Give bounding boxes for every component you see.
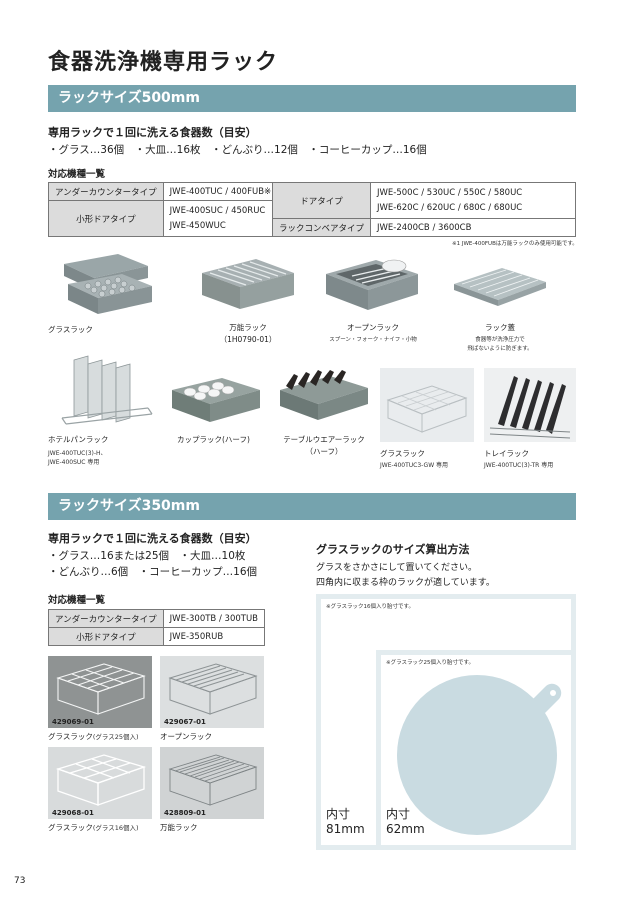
- model-type-cell: ドアタイプ: [271, 182, 372, 219]
- rack-name: オープンラック: [160, 732, 213, 741]
- rack-code: 428809-01: [164, 809, 206, 817]
- calc-desc-2: 四角内に収まる枠のラックが適しています。: [316, 578, 495, 588]
- rack-caption: グラスラック(グラス25個入): [48, 731, 139, 743]
- page-title: 食器洗浄機専用ラック: [48, 50, 279, 75]
- product-sub-hotel-pan: JWE-400TUC(3)-H、: [48, 450, 107, 457]
- hotel-pan-rack-photo: [61, 355, 153, 425]
- open-rack-photo: [326, 259, 418, 310]
- capacity-line-350-2: ・どんぶり…6個 ・コーヒーカップ…16個: [48, 566, 258, 578]
- product-caption-cup: カップラック(ハーフ): [177, 435, 250, 444]
- product-sub-hotel-pan-2: JWE-400SUC 専用: [48, 459, 100, 466]
- model-value-line: JWE-450WUC: [169, 220, 226, 231]
- capacity-title-350: 専用ラックで１回に洗える食器数（目安）: [48, 532, 257, 545]
- rack-caption: グラスラック(グラス16個入): [48, 822, 139, 834]
- model-type-cell: アンダーカウンタータイプ: [48, 182, 164, 201]
- inner-size-label: 内寸 62mm: [386, 807, 425, 837]
- glass-rack-gw-photo: [380, 368, 474, 442]
- rack-code: 429067-01: [164, 718, 206, 726]
- model-value-line: JWE-500C / 530UC / 550C / 580UC: [377, 187, 523, 198]
- product-caption-hotel-pan: ホテルパンラック: [48, 435, 109, 444]
- rack-name: 万能ラック: [160, 823, 198, 832]
- outer-size-label: 内寸 81mm: [326, 807, 365, 837]
- capacity-line-350-1: ・グラス…16または25個 ・大皿…10枚: [48, 550, 246, 562]
- table-row: ラックコンベアタイプ JWE-2400CB / 3600CB: [271, 218, 576, 237]
- model-value-cell: JWE-350RUB: [162, 627, 266, 646]
- glass-circle-icon: [397, 675, 562, 835]
- model-value-line: JWE-400SUC / 450RUC: [169, 205, 266, 216]
- inner-size-caption: 内寸: [386, 807, 411, 821]
- models-title-500: 対応機種一覧: [48, 169, 106, 180]
- models-table-right-500: ドアタイプ JWE-500C / 530UC / 550C / 580UC JW…: [271, 182, 576, 237]
- product-caption-tray: トレイラック: [484, 449, 529, 458]
- product-sub-tray: JWE-400TUC(3)-TR 専用: [484, 462, 554, 469]
- table-row: ドアタイプ JWE-500C / 530UC / 550C / 580UC JW…: [271, 182, 576, 219]
- rack-photo-429069: [48, 656, 152, 728]
- rack-caption: 万能ラック: [160, 822, 198, 834]
- capacity-line-500: ・グラス…36個 ・大皿…16枚 ・どんぶり…12個 ・コーヒーカップ…16個: [48, 144, 427, 156]
- model-value-line: JWE-620C / 620UC / 680C / 680UC: [377, 202, 523, 213]
- model-value-cell: JWE-300TB / 300TUB: [162, 609, 266, 628]
- rack-photo-429067: [160, 656, 264, 728]
- rack-lid-photo: [454, 268, 546, 306]
- universal-rack-photo: [202, 259, 294, 309]
- inner-size-value: 62mm: [386, 822, 425, 836]
- model-value-cell: JWE-2400CB / 3600CB: [370, 218, 576, 237]
- rack-name: グラスラック: [48, 732, 93, 741]
- table-row: アンダーカウンタータイプ JWE-400TUC / 400FUB※1: [48, 182, 284, 201]
- model-type-cell: アンダーカウンタータイプ: [48, 609, 164, 628]
- product-caption-lid: ラック蓋: [485, 323, 515, 332]
- outer-size-value: 81mm: [326, 822, 365, 836]
- model-type-cell: 小形ドアタイプ: [48, 627, 164, 646]
- glass-rack-stack-photo: [64, 254, 152, 314]
- product-sub-open: スプーン・フォーク・ナイフ・小物: [329, 337, 417, 343]
- rack-caption: オープンラック: [160, 731, 212, 743]
- section-header-350: ラックサイズ350mm: [48, 493, 576, 520]
- calc-desc-1: グラスをさかさにして置いてください。: [316, 563, 478, 573]
- calc-title: グラスラックのサイズ算出方法: [316, 543, 470, 556]
- table-row: 小形ドアタイプ JWE-400SUC / 450RUC JWE-450WUC: [48, 200, 284, 237]
- product-sub-lid: 食器等が洗浄圧力で: [475, 337, 525, 343]
- cup-rack-photo: [172, 378, 260, 422]
- product-sub-glass-gw: JWE-400TUC3-GW 専用: [380, 462, 449, 469]
- tableware-rack-photo: [280, 370, 368, 420]
- models-title-350: 対応機種一覧: [48, 595, 106, 606]
- table-row: 小形ドアタイプ JWE-350RUB: [48, 627, 266, 646]
- rack-code: 429068-01: [52, 809, 94, 817]
- product-caption-tableware: テーブルウエアーラック: [283, 435, 365, 444]
- product-sub-lid-2: 飛ばないように防ぎます。: [467, 346, 533, 352]
- rack-photo-429068: [48, 747, 152, 819]
- model-value-cell: JWE-500C / 530UC / 550C / 580UC JWE-620C…: [370, 182, 576, 219]
- model-type-cell: 小形ドアタイプ: [48, 200, 164, 237]
- rack-photo-428809: [160, 747, 264, 819]
- model-value-cell: JWE-400TUC / 400FUB※1: [162, 182, 284, 201]
- inner-size-note: ※グラスラック25個入り胎寸です。: [386, 660, 474, 666]
- product-caption-glass-rack: グラスラック: [48, 325, 93, 334]
- rack-name: グラスラック: [48, 823, 93, 832]
- page-number: 73: [14, 876, 26, 886]
- capacity-title-500: 専用ラックで１回に洗える食器数（目安）: [48, 126, 257, 139]
- rack-note: (グラス25個入): [92, 733, 139, 741]
- rack-note: (グラス16個入): [92, 824, 139, 832]
- product-caption-universal: 万能ラック: [229, 323, 267, 332]
- models-table-left-500: アンダーカウンタータイプ JWE-400TUC / 400FUB※1 小形ドアタ…: [48, 182, 284, 237]
- outer-size-caption: 内寸: [326, 807, 351, 821]
- product-caption-open: オープンラック: [346, 323, 400, 332]
- product-sub-universal: （1H0790-01）: [219, 335, 277, 344]
- outer-size-note: ※グラスラック16個入り胎寸です。: [326, 604, 414, 610]
- model-value-cell: JWE-400SUC / 450RUC JWE-450WUC: [162, 200, 284, 237]
- model-type-cell: ラックコンベアタイプ: [271, 218, 372, 237]
- product-caption-glass-gw: グラスラック: [380, 449, 425, 458]
- table-row: アンダーカウンタータイプ JWE-300TB / 300TUB: [48, 609, 266, 628]
- models-table-350: アンダーカウンタータイプ JWE-300TB / 300TUB 小形ドアタイプ …: [48, 609, 266, 646]
- rack-code: 429069-01: [52, 718, 94, 726]
- product-sub-tableware: （ハーフ）: [305, 447, 343, 456]
- tray-rack-photo: [484, 368, 576, 442]
- section-header-500: ラックサイズ500mm: [48, 85, 576, 112]
- footnote-500: ※1 JWE-400FUBは万能ラックのみ使用可能です。: [452, 241, 578, 247]
